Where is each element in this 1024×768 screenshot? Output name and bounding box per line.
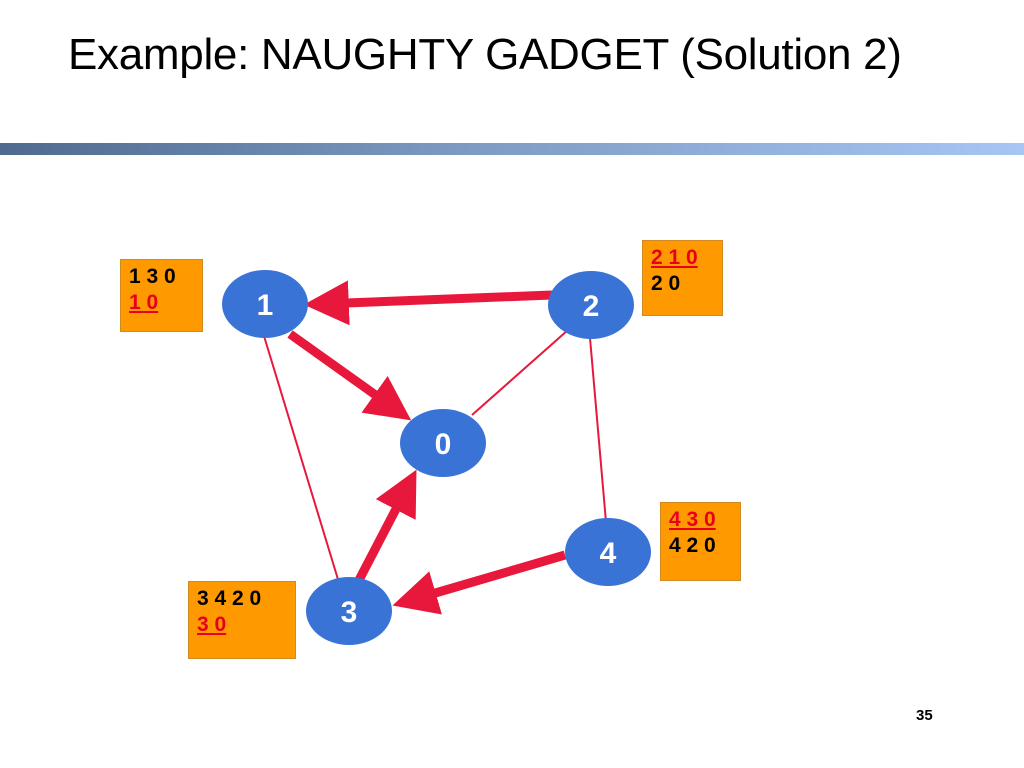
node-1-label: 1 — [257, 289, 274, 322]
table-node-4-row1: 4 3 0 — [669, 508, 716, 531]
node-2: 2 — [548, 271, 634, 339]
arrow-4-to-3 — [392, 550, 567, 615]
arrow-2-to-1 — [303, 280, 553, 326]
edge-2-0 — [471, 329, 569, 416]
node-3: 3 — [306, 577, 392, 645]
node-2-label: 2 — [583, 290, 600, 323]
table-node-1-row2: 1 0 — [129, 291, 159, 314]
node-4-label: 4 — [600, 537, 617, 570]
table-node-2: 2 1 0 2 0 — [642, 240, 723, 316]
arrow-3-to-0 — [354, 469, 417, 585]
table-node-2-row1: 2 1 0 — [651, 246, 698, 269]
title-divider — [0, 143, 1024, 155]
table-node-3-row1: 3 4 2 0 — [197, 587, 262, 610]
edge-2-4 — [589, 337, 607, 523]
table-node-4: 4 3 0 4 2 0 — [660, 502, 741, 581]
slide-title: Example: NAUGHTY GADGET (Solution 2) — [68, 30, 902, 79]
table-node-3-row2: 3 0 — [197, 613, 227, 636]
table-node-2-row2: 2 0 — [651, 272, 681, 295]
node-4: 4 — [565, 518, 651, 586]
edge-1-3 — [263, 335, 341, 587]
node-3-label: 3 — [341, 596, 358, 629]
table-node-1-row1: 1 3 0 — [129, 265, 176, 288]
table-node-1: 1 3 0 1 0 — [120, 259, 203, 332]
node-0-label: 0 — [435, 428, 452, 461]
node-1: 1 — [222, 270, 308, 338]
page-number: 35 — [916, 707, 933, 724]
node-0: 0 — [400, 409, 486, 477]
arrow-1-to-0 — [287, 330, 412, 421]
table-node-3: 3 4 2 0 3 0 — [188, 581, 296, 659]
table-node-4-row2: 4 2 0 — [669, 534, 716, 557]
